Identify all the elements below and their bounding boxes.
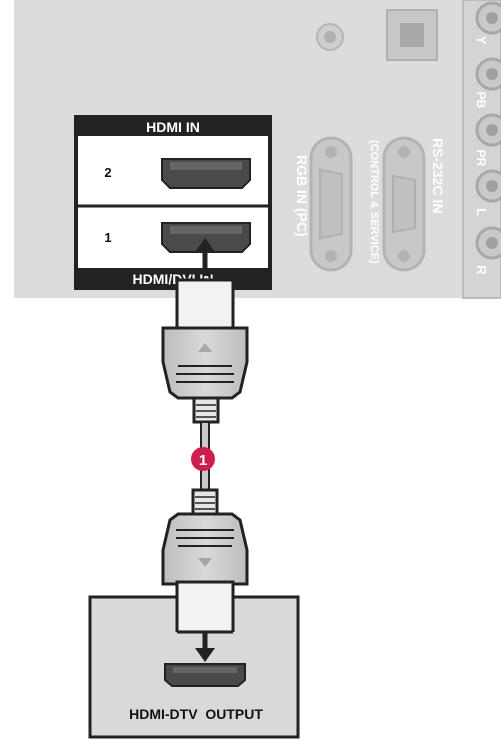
hdmi-port-1-icon — [161, 222, 251, 253]
jack-pr-icon — [475, 113, 501, 147]
component-jacks: Y PB PR L R — [462, 0, 501, 299]
hdmi-plug-upper-arrow-icon — [198, 343, 212, 352]
rs232-port-screw-bottom — [398, 250, 410, 262]
insert-arrow-down-icon — [195, 632, 215, 662]
jack-pb-icon — [475, 57, 501, 91]
step-marker: 1 — [191, 447, 215, 471]
rgb-port-label: RGB IN (PC) — [294, 155, 310, 237]
source-hdmi-port-icon — [164, 663, 246, 687]
optical-port-icon — [386, 9, 438, 61]
hdmi-plug-upper-body — [161, 326, 249, 400]
jack-y-icon — [475, 1, 501, 35]
rs232-port-sublabel: (CONTROL & SERVICE) — [368, 140, 380, 264]
rgb-port-socket — [319, 168, 343, 240]
source-device-label: HDMI-DTV OUTPUT — [129, 706, 263, 722]
hdmi-plug-lower-arrow-icon — [198, 558, 212, 567]
jack-r-icon — [475, 226, 501, 260]
hdmi-plug-upper-tip — [175, 278, 235, 332]
rgb-port-screw-bottom — [325, 250, 337, 262]
hdmi-panel-frame — [74, 115, 272, 290]
hdmi-port-2-label: 2 — [104, 165, 111, 180]
tv-back-panel: Y PB PR L R RGB IN (PC) RS-232C IN — [14, 0, 501, 299]
jack-y-label: Y — [474, 36, 489, 45]
rs232-port-socket — [392, 174, 416, 234]
step-marker-number: 1 — [199, 452, 207, 469]
rgb-port: RGB IN (PC) — [294, 136, 353, 272]
source-device-plug-overlap — [177, 594, 233, 630]
rs232-port: RS-232C IN (CONTROL & SERVICE) — [368, 136, 446, 272]
hdmi-panel-header — [76, 117, 270, 136]
hdmi-in-panel: HDMI IN HDMI/DVI IN 2 1 — [74, 115, 272, 290]
hdmi-plug-upper-strain-relief — [192, 396, 220, 424]
jack-pr-label: PR — [474, 150, 488, 167]
source-device: HDMI-DTV OUTPUT — [88, 594, 300, 739]
jack-l-icon — [475, 169, 501, 203]
hdmi-plug-upper — [161, 278, 249, 424]
round-jack-icon — [316, 23, 344, 51]
rs232-port-label: RS-232C IN — [430, 138, 446, 213]
jack-pb-label: PB — [474, 92, 488, 109]
rs232-port-screw-top — [398, 146, 410, 158]
step-marker-badge — [191, 447, 215, 471]
insert-arrow-up-icon — [195, 238, 215, 276]
hdmi-plug-lower-body — [161, 512, 249, 586]
hdmi-panel-title: HDMI IN — [146, 119, 200, 135]
hdmi-plug-lower-strain-relief — [191, 488, 219, 516]
hdmi-port-1-label: 1 — [104, 230, 111, 245]
jack-l-label: L — [474, 208, 489, 216]
jack-r-label: R — [474, 265, 489, 275]
rgb-port-screw-top — [325, 146, 337, 158]
hdmi-port-2-icon — [161, 158, 251, 189]
